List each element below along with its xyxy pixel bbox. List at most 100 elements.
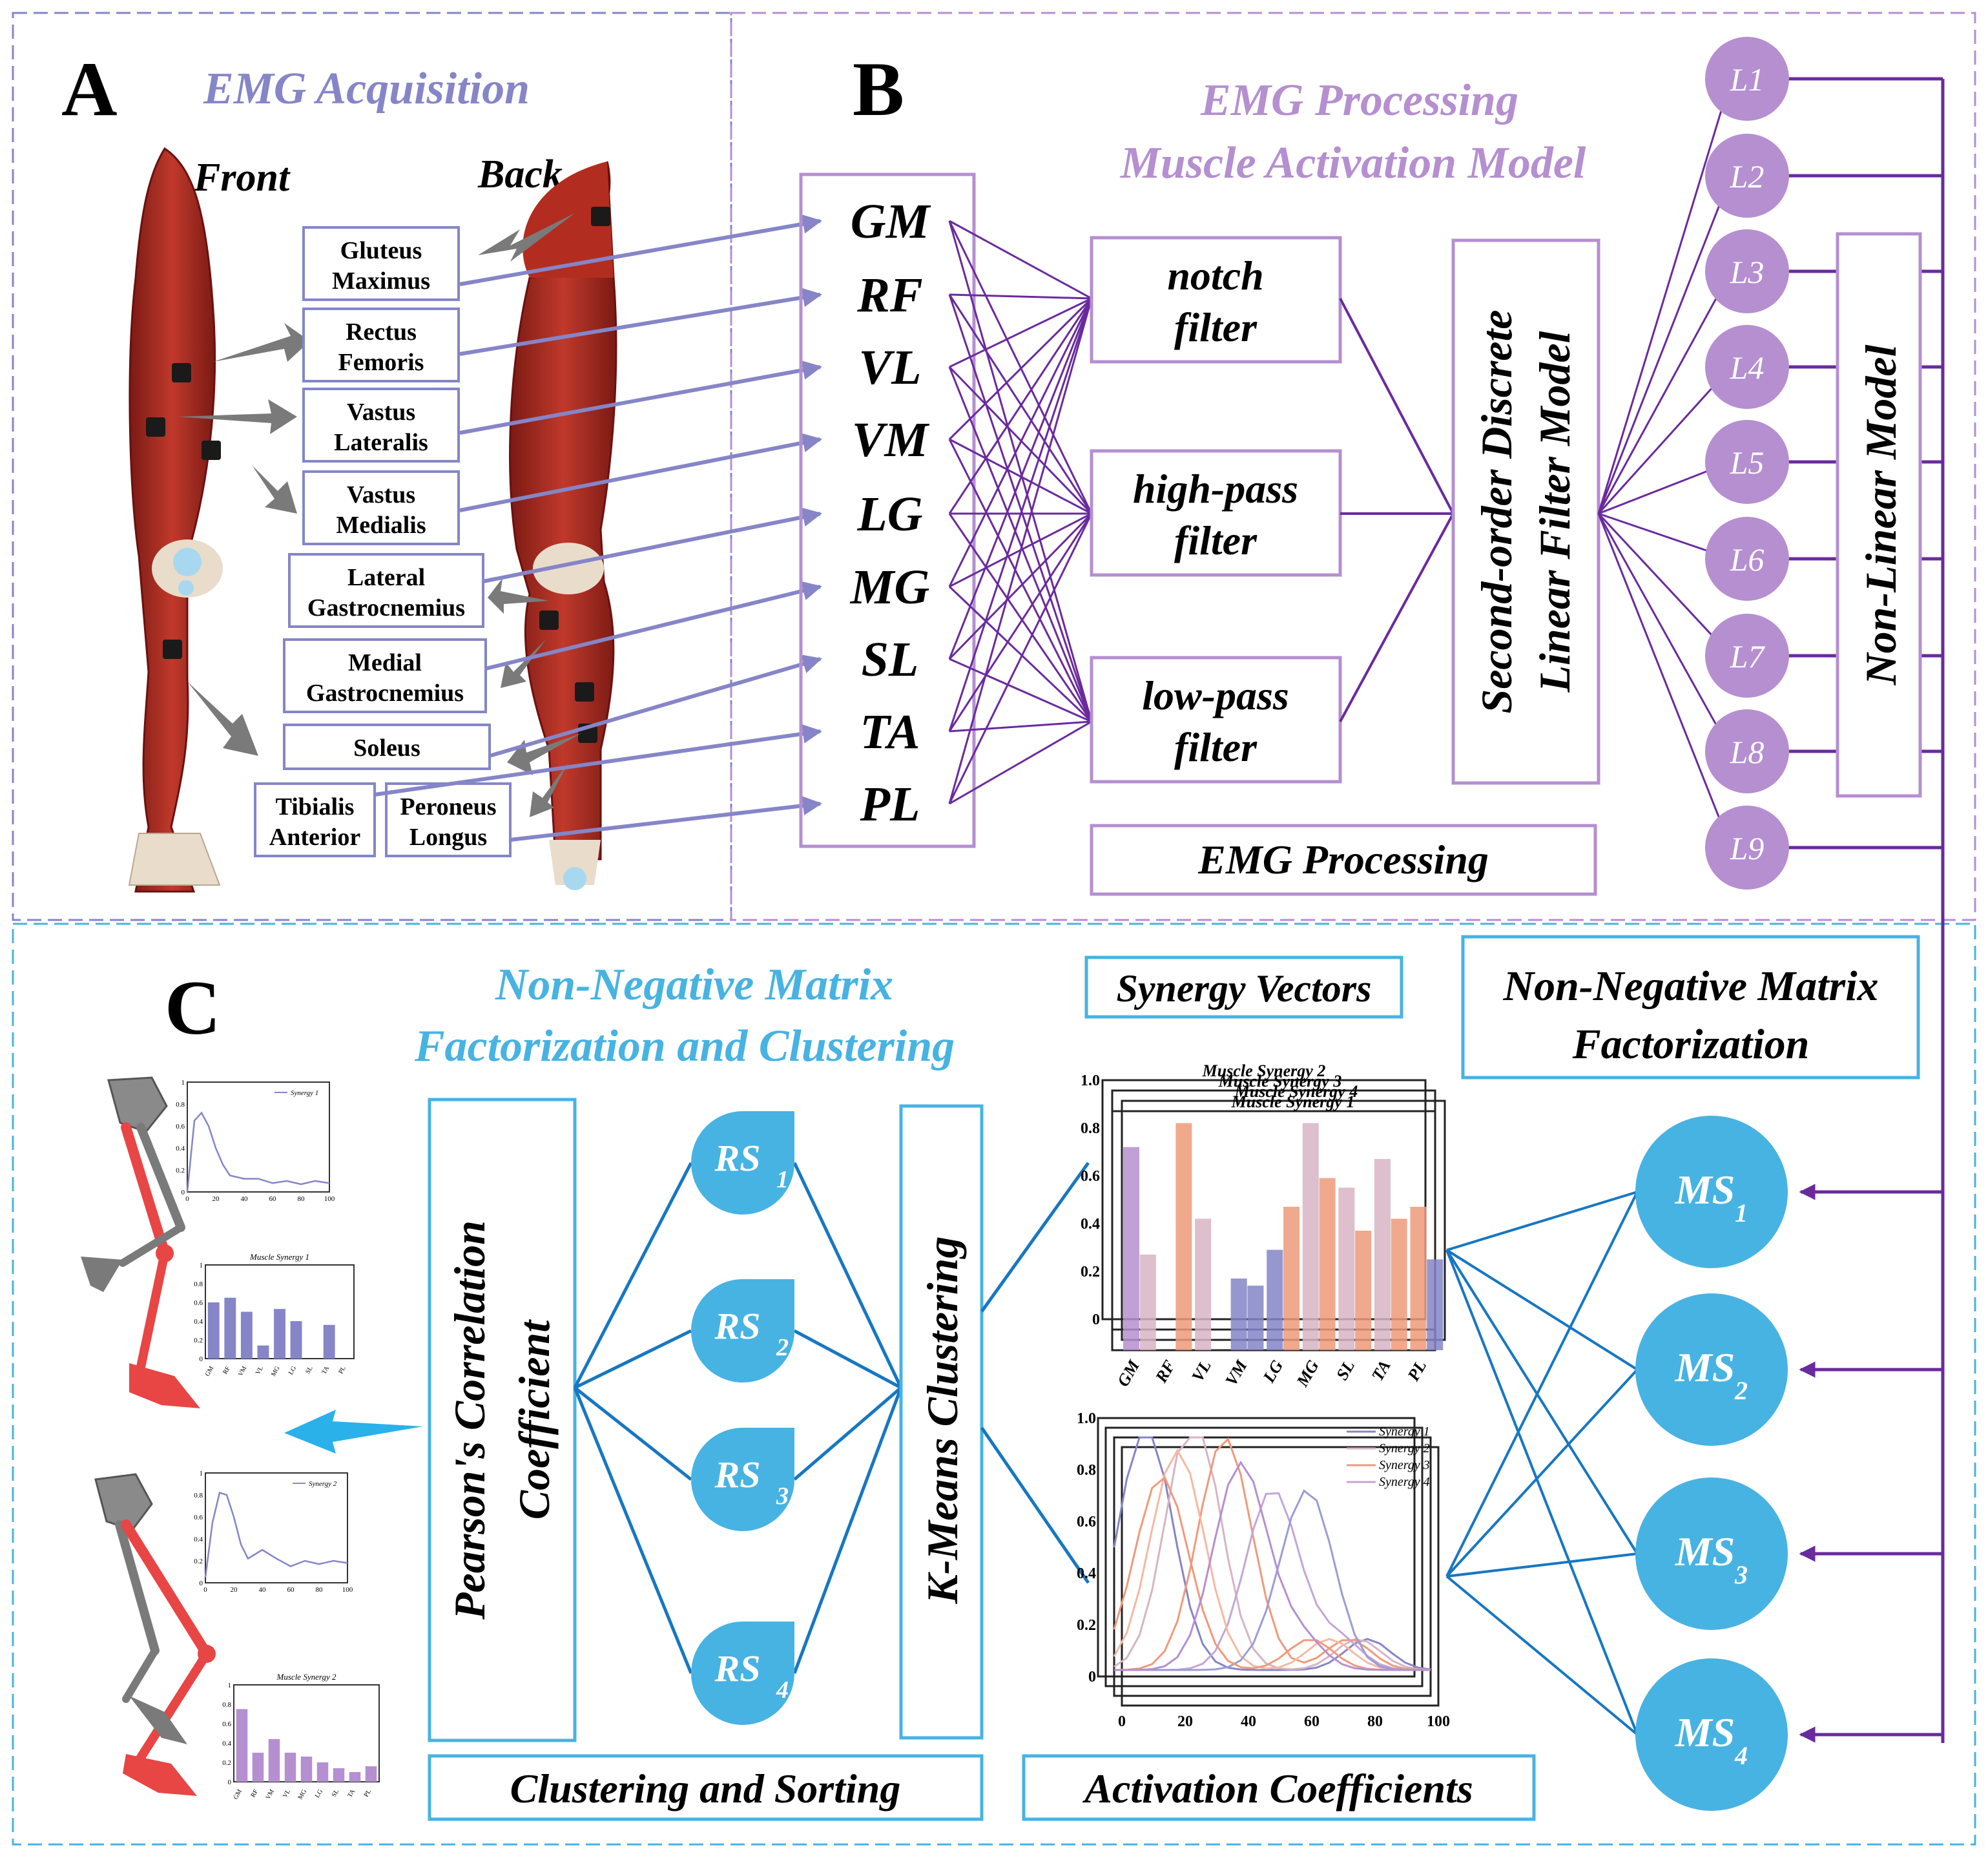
acq-arrow	[374, 724, 822, 797]
mini-ytick: 0	[228, 1779, 232, 1786]
mini-xtick: 40	[241, 1195, 249, 1203]
mini-bar	[236, 1709, 248, 1782]
skeleton-illustration-bottom	[94, 1473, 216, 1796]
rs-left-line	[574, 1329, 692, 1390]
mini-line-frame	[187, 1081, 330, 1193]
model-to-layer-lines	[1597, 78, 1732, 848]
layer-node	[1705, 806, 1789, 890]
stack-line-frame	[1121, 1446, 1440, 1707]
layer-node	[1705, 325, 1789, 409]
mini-bar-category: TA	[346, 1788, 357, 1799]
stack-line-ytick: 0.6	[1077, 1514, 1096, 1530]
mini-bar-category: SL	[304, 1365, 314, 1375]
mini-ytick: 1	[200, 1470, 203, 1477]
nmf-line1: Non-Negative Matrix	[1502, 963, 1878, 1010]
layer-fan-line	[1597, 175, 1732, 514]
ms-line-top	[1446, 1191, 1638, 1251]
rs-label: RS	[714, 1647, 761, 1689]
mini-ytick: 0.2	[222, 1759, 231, 1767]
mini-xtick: 20	[231, 1586, 238, 1594]
mini-legend: Synergy 2	[309, 1480, 337, 1488]
filter-label-line2: filter	[1174, 304, 1258, 350]
stack-bar-category: PL	[1403, 1357, 1430, 1385]
stack-bar-ytick: 0.2	[1081, 1264, 1100, 1280]
mini-bar-category: LG	[314, 1788, 324, 1799]
kmeans-label: K-Means Clustering	[918, 1237, 967, 1605]
muscle-box-gm	[302, 226, 460, 301]
mini-ytick: 0.2	[194, 1558, 203, 1565]
fan-line	[948, 298, 1093, 732]
panel-b-letter: B	[853, 46, 904, 132]
muscle-box-lg	[288, 553, 484, 628]
stack-line-xtick: 80	[1367, 1713, 1383, 1730]
rs-label-sub: 2	[776, 1334, 789, 1361]
stack-bar-ytick: 0	[1092, 1311, 1100, 1328]
filter-label-line2: filter	[1174, 517, 1258, 563]
stack-line-legend: Synergy 1	[1379, 1425, 1430, 1439]
muscle-abbr-box	[799, 172, 976, 848]
acq-arrow	[459, 433, 822, 512]
mini-bar-category: TA	[320, 1364, 331, 1375]
mini-ytick: 1	[228, 1682, 232, 1689]
mini-ytick: 0.8	[194, 1492, 203, 1499]
stack-bar-title: Muscle Synergy 4	[1234, 1082, 1358, 1101]
mini-ytick: 0.6	[222, 1720, 231, 1728]
layer-fan-line	[1597, 513, 1732, 752]
pearson-box	[428, 1098, 577, 1742]
stack-bar-category: LG	[1259, 1357, 1287, 1386]
rs-node	[691, 1622, 794, 1725]
fan-line	[948, 297, 1093, 441]
ms-label: MS	[1675, 1529, 1735, 1574]
fan-line	[949, 297, 1092, 368]
stack-bar	[1123, 1147, 1139, 1350]
rs-left-line	[573, 1162, 693, 1389]
mini-bar-category: RF	[249, 1788, 260, 1799]
linear-model-line1: Second-order Discrete	[1472, 309, 1521, 713]
muscle-name-line1: Lateral	[347, 564, 425, 591]
stack-line-frame	[1104, 1426, 1424, 1687]
muscle-abbr-pl: PL	[860, 777, 920, 831]
filter-label-line1: low-pass	[1142, 673, 1289, 718]
stack-bar	[1355, 1231, 1372, 1350]
layer-label: L6	[1730, 541, 1765, 578]
filter-box	[1090, 656, 1342, 784]
fan-line	[948, 513, 1093, 722]
pearson-line2: Coefficient	[510, 1319, 559, 1520]
acq-arrow	[459, 287, 822, 356]
mini-bar	[300, 1757, 313, 1782]
stack-line-frame	[1113, 1436, 1432, 1697]
mini-ytick: 0.4	[176, 1145, 185, 1153]
stack-bar-category: RF	[1152, 1357, 1179, 1386]
rs-right-line	[793, 1329, 902, 1390]
mini-bar-category: PL	[363, 1788, 373, 1799]
rs-node	[691, 1428, 794, 1531]
fan-line	[948, 298, 1093, 514]
mini-xtick: 20	[212, 1195, 220, 1203]
activation-curve	[1113, 1437, 1431, 1671]
back-leg-illustration	[509, 161, 617, 890]
muscle-name-line1: Gluteus	[340, 237, 422, 264]
filter-label-line2: filter	[1174, 724, 1258, 770]
panel-c-title-line1: Non-Negative Matrix	[495, 960, 893, 1010]
activation-curve	[1113, 1436, 1431, 1671]
muscle-name-line2: Medialis	[336, 512, 426, 539]
mini-ytick: 0.8	[176, 1101, 185, 1109]
rs-right-line	[793, 1386, 902, 1481]
stack-bar-frame	[1101, 1079, 1427, 1320]
rs-node	[691, 1111, 794, 1215]
stack-bar-ytick: 0.4	[1081, 1216, 1100, 1233]
muscle-label-boxes: GluteusMaximusRectusFemorisVastusLateral…	[254, 226, 512, 857]
acq-arrow	[459, 360, 822, 435]
ms-label-sub: 2	[1734, 1376, 1748, 1405]
ms-line-top	[1445, 1249, 1639, 1735]
fan-line	[948, 585, 1093, 723]
activation-label: Activation Coefficients	[1082, 1766, 1473, 1811]
fan-line	[949, 720, 1092, 805]
fan-line	[949, 220, 1092, 300]
panel-b-border	[730, 12, 1976, 921]
fan-line	[948, 512, 1093, 660]
